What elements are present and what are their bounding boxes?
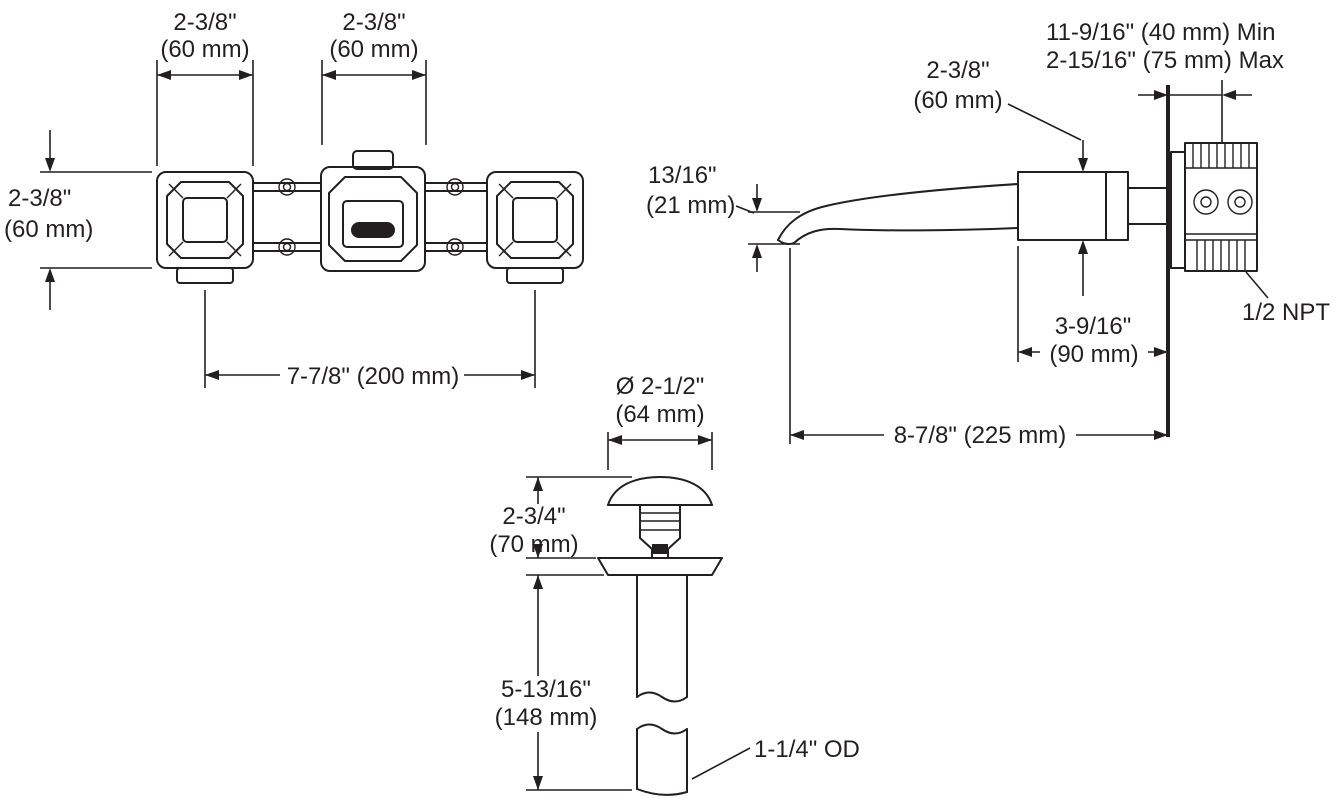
front-view-drawing: 2-3/8" (60 mm) 2-3/8" (60 mm) 2-3/8" (60… — [4, 9, 584, 390]
spout-top-curve — [777, 183, 1019, 241]
valve-assembly — [1170, 142, 1258, 272]
npt-callout: 1/2 NPT — [1242, 271, 1330, 326]
dim-drain-tailpiece-length: 5-13/16" (148 mm) — [482, 574, 632, 791]
od-callout: 1-1/4" OD — [691, 736, 860, 780]
right-handle-base — [506, 267, 564, 284]
dim-handle-width-line2: (60 mm) — [160, 36, 249, 63]
dim-drain-tailpiece-line1: 5-13/16" — [501, 676, 591, 703]
clip-symbol — [446, 238, 464, 256]
drain-stem-nut — [652, 544, 668, 554]
spout-bottom-curve — [793, 227, 1019, 244]
dim-drain-cap-height-line1: 2-3/4" — [502, 503, 565, 530]
spout-opening — [351, 222, 395, 238]
clip-symbol — [446, 178, 464, 196]
dim-handle-height-line2: (60 mm) — [4, 216, 93, 243]
supply-pipes — [252, 178, 488, 256]
dim-spout-tip-line1: 13/16" — [648, 162, 717, 189]
right-handle — [486, 171, 584, 284]
dim-handle-height: 2-3/8" (60 mm) — [4, 130, 152, 310]
dim-handle-width: 2-3/8" (60 mm) — [156, 9, 254, 166]
clip-symbol — [278, 238, 296, 256]
od-label: 1-1/4" OD — [754, 736, 860, 763]
dim-drain-diameter-line1: Ø 2-1/2" — [616, 373, 705, 400]
npt-label: 1/2 NPT — [1242, 299, 1330, 326]
dim-body-height-line2: (60 mm) — [913, 87, 1002, 114]
dim-valve-depth-line1: 3-9/16" — [1055, 313, 1132, 340]
spout-side-profile — [777, 171, 1172, 245]
dim-spout-width: 2-3/8" (60 mm) — [321, 9, 427, 145]
dim-body-height: 2-3/8" (60 mm) — [913, 57, 1088, 296]
dim-valve-depth-line2: (90 mm) — [1049, 341, 1138, 368]
dim-valve-depth: 3-9/16" (90 mm) — [1017, 246, 1168, 368]
dim-drain-diameter-line2: (64 mm) — [615, 401, 704, 428]
dim-drain-cap-height: 2-3/4" (70 mm) — [484, 476, 632, 559]
pipe-break-lower — [636, 723, 688, 735]
dim-wall-thickness: 11-9/16" (40 mm) Min 2-15/16" (75 mm) Ma… — [1046, 19, 1284, 142]
dim-spout-reach: 8-7/8" (225 mm) — [789, 248, 1168, 449]
spout-escutcheon — [320, 150, 426, 272]
left-handle-base — [176, 267, 234, 284]
drain-cap-dome — [607, 476, 713, 506]
dim-drain-diameter: Ø 2-1/2" (64 mm) — [607, 373, 713, 470]
dim-spout-reach-label: 8-7/8" (225 mm) — [894, 422, 1067, 449]
left-handle — [156, 171, 254, 284]
dim-spout-tip: 13/16" (21 mm) — [646, 162, 800, 272]
drain-view-drawing: Ø 2-1/2" (64 mm) 2-3/4" (70 mm) 5-13/16"… — [482, 373, 860, 796]
dim-handle-spread: 7-7/8" (200 mm) — [204, 290, 536, 390]
dim-spout-tip-line2: (21 mm) — [646, 192, 735, 219]
dim-handle-width-line1: 2-3/8" — [173, 9, 236, 36]
drain-assembly — [597, 476, 723, 796]
dim-handle-height-line1: 2-3/8" — [8, 185, 71, 212]
dim-handle-spread-label: 7-7/8" (200 mm) — [287, 363, 460, 390]
dim-spout-width-line1: 2-3/8" — [342, 9, 405, 36]
drain-flange — [597, 557, 723, 576]
clip-symbol — [278, 178, 296, 196]
dim-drain-tailpiece-line2: (148 mm) — [495, 704, 598, 731]
dim-wall-min-label: 11-9/16" (40 mm) Min — [1046, 19, 1275, 46]
dim-spout-width-line2: (60 mm) — [329, 36, 418, 63]
pipe-break-upper — [636, 691, 688, 703]
pipe-bottom-edge — [636, 788, 688, 796]
dim-wall-max-label: 2-15/16" (75 mm) Max — [1046, 47, 1284, 74]
side-view-drawing: 13/16" (21 mm) 2-3/8" (60 mm) 11-9/16" (… — [646, 19, 1330, 449]
dim-body-height-line1: 2-3/8" — [926, 57, 989, 84]
